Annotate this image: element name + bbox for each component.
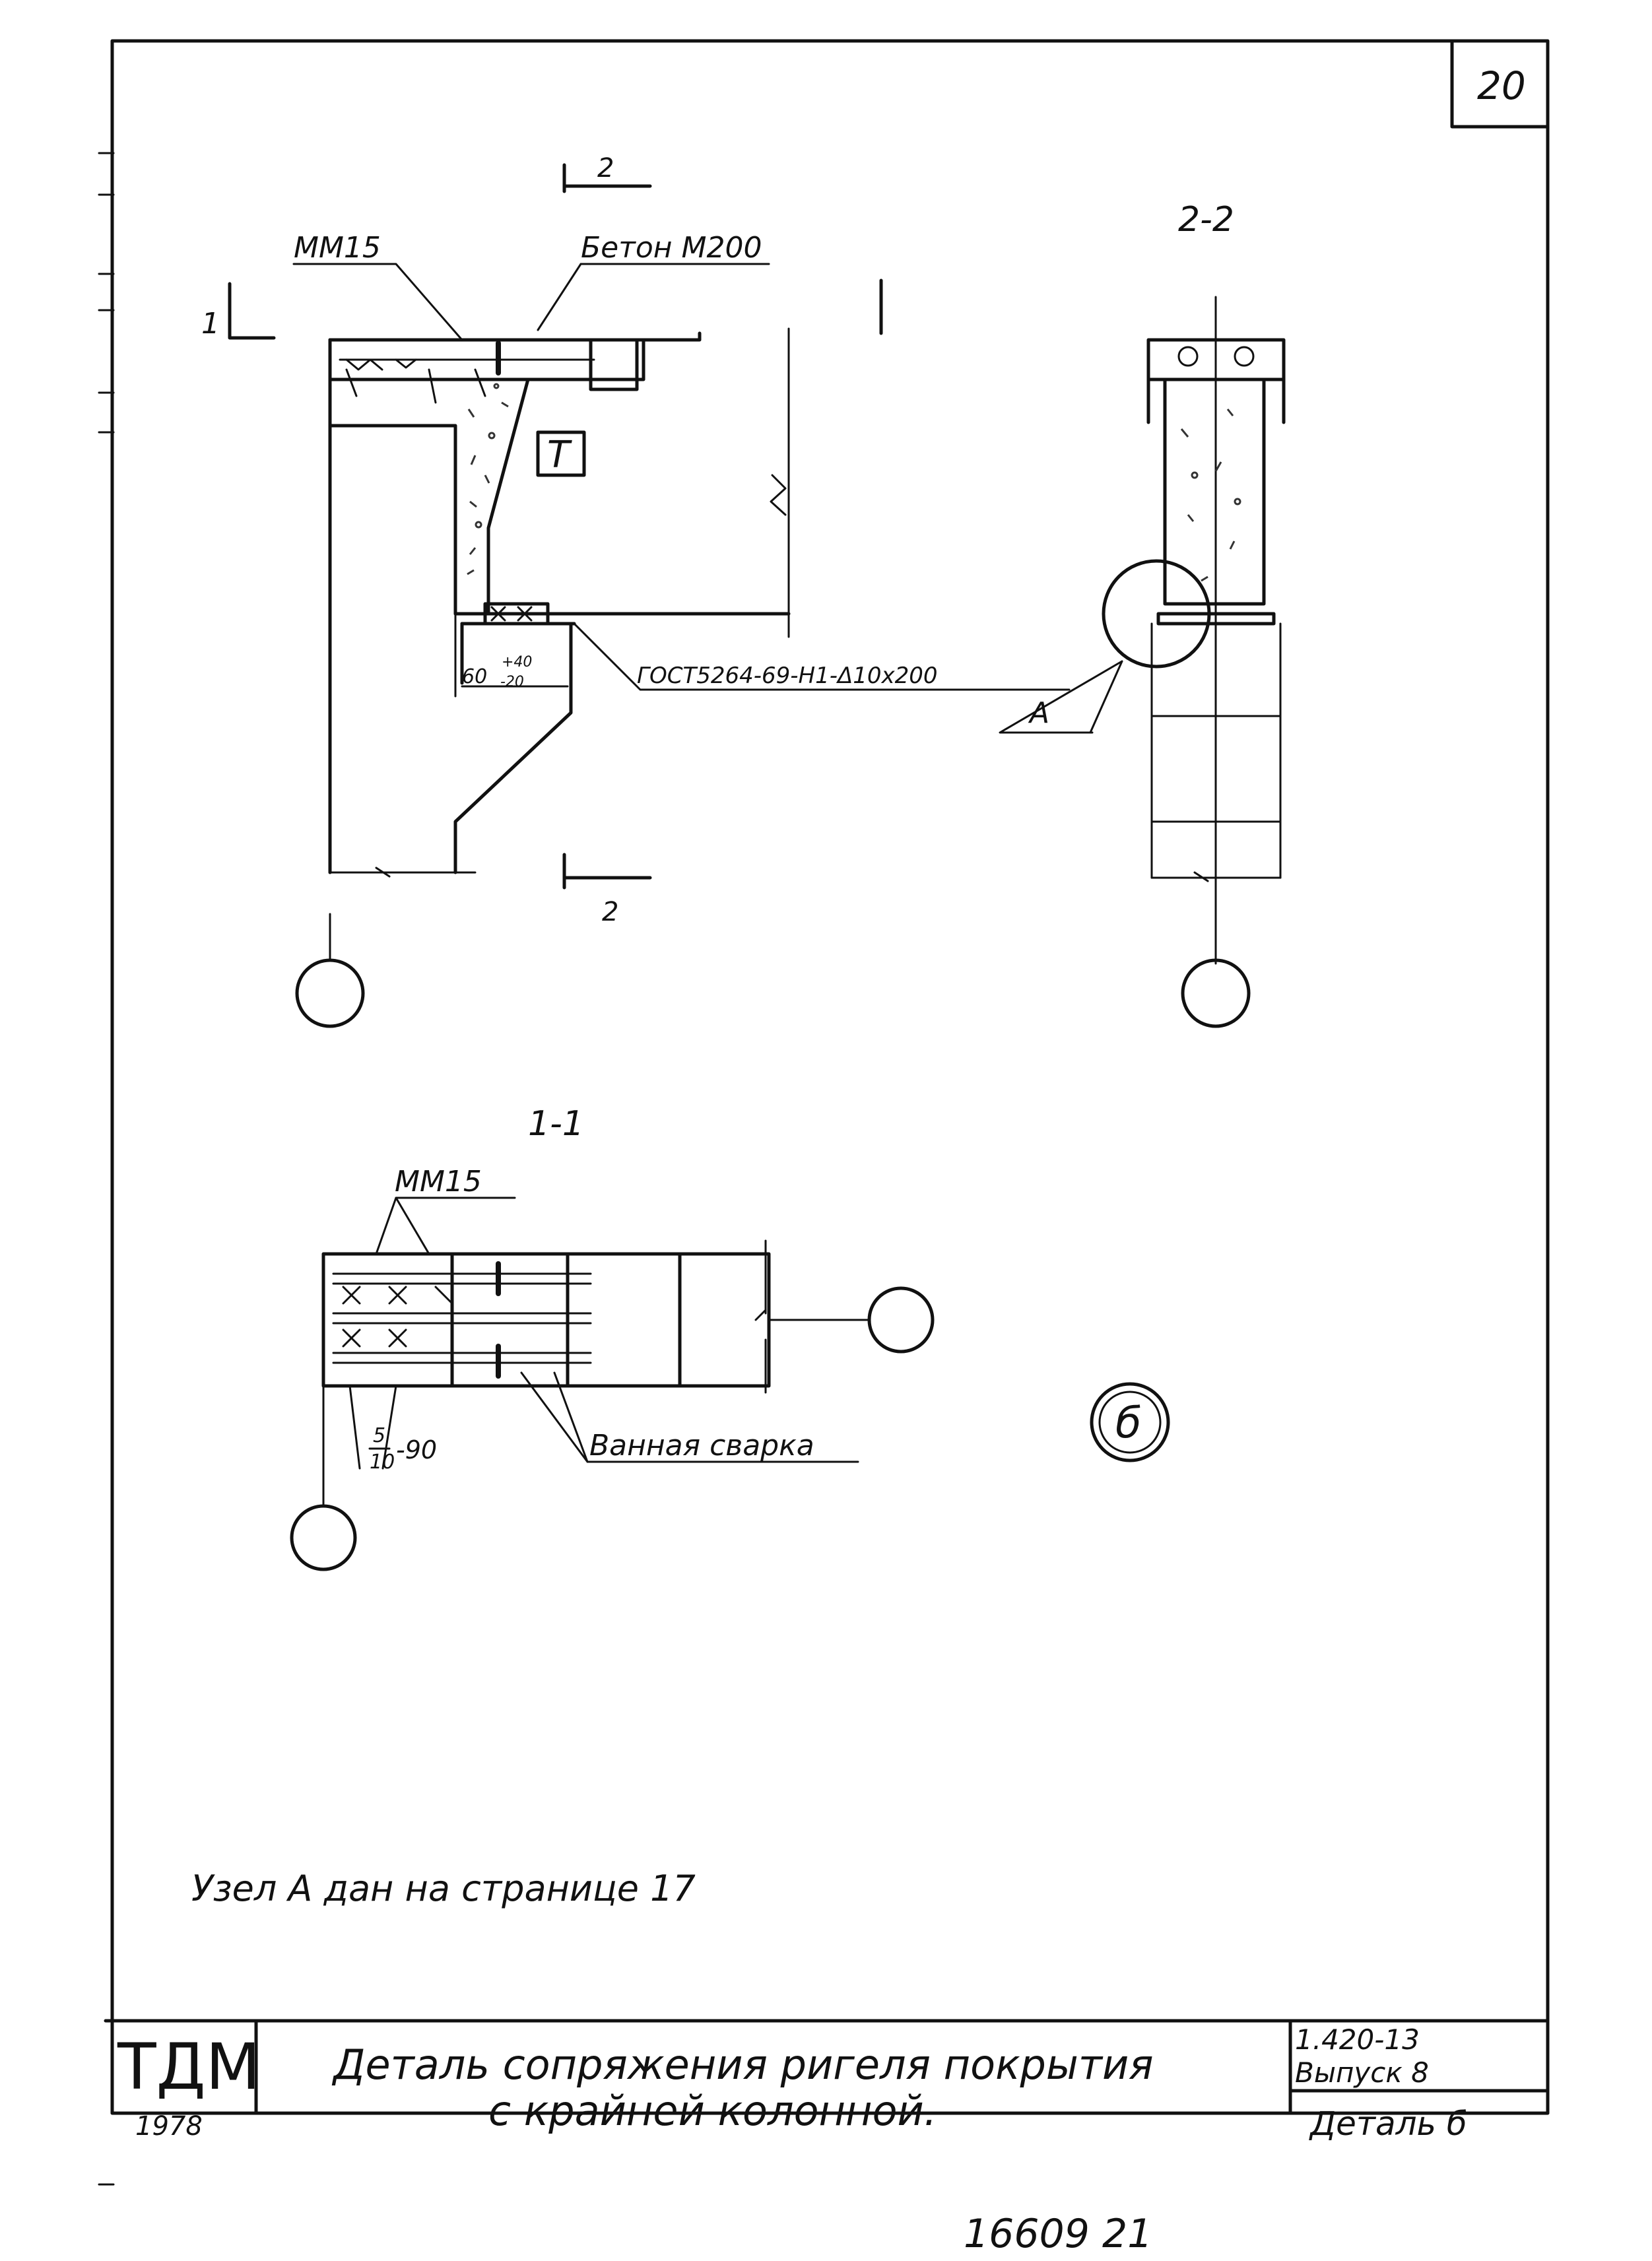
view-label-2-2: 2-2 [1178,200,1234,240]
elevation-view: Т 60 +40 -20 [295,327,791,1028]
axis-bubble-2-2 [1181,958,1251,1028]
node-a-note: Узел А дан на странице 17 [191,1868,696,1909]
sheet-frame [98,39,1550,2186]
page-number: 20 [1477,63,1526,108]
callout-mm15-section: ММ15 [395,1165,482,1198]
frac-den: 10 [370,1451,395,1474]
svg-text:2: 2 [602,897,618,927]
frac-val: -90 [396,1435,437,1464]
view-label-1-1: 1-1 [528,1104,584,1144]
drawing-title-line1: Деталь сопряжения ригеля покрытия [331,2041,1154,2089]
svg-text:ГОСТ5264-69-Н1-Δ10х200: ГОСТ5264-69-Н1-Δ10х200 [637,663,938,689]
node-a-label: А [1028,696,1049,730]
cut-marker-1: 1 [201,279,883,341]
section-2-2: 2-2 А [999,200,1286,1028]
cut-marker-2-top: 2 [562,153,652,193]
node-a-circle [1102,559,1211,669]
series-code: 1.420-13 [1295,2023,1420,2056]
section-1-1: 1-1 ММ15 Ванная сварка 5 10 -90 [290,1104,935,1571]
org-logo: ТДМ [117,2030,260,2104]
svg-text:б: б [1115,1399,1141,1448]
dim-tol-plus: +40 [502,654,532,671]
svg-text:Бетон М200: Бетон М200 [581,231,762,265]
axis-bubble-1-1-right [867,1286,935,1354]
dim-tol-minus: -20 [500,674,524,690]
archive-number: 16609 21 [964,2211,1152,2257]
svg-text:1: 1 [201,307,220,341]
cut-marker-2-bottom: 2 [562,853,652,927]
drawing-title-line2: с крайней колонной. [488,2087,937,2135]
title-block: ТДМ 1978 Деталь сопряжения ригеля покрыт… [117,2023,1467,2143]
t-mark: Т [547,434,572,476]
frac-num: 5 [373,1424,385,1447]
detail-marker: б [1090,1382,1170,1462]
axis-bubble-1-1-left [290,1504,357,1571]
dim-60: 60 [462,665,487,688]
detail-name: Деталь б [1309,2105,1467,2143]
org-year: 1978 [135,2111,203,2142]
callout-bath-welding: Ванная сварка [589,1429,814,1462]
axis-bubble-left [295,958,365,1028]
page-number-box: 20 [1450,39,1550,129]
svg-text:ММ15: ММ15 [294,231,381,265]
svg-text:2: 2 [597,153,614,183]
callout-mm15-top: ММ15 [292,231,463,341]
callout-gost: ГОСТ5264-69-Н1-Δ10х200 [573,622,1071,691]
issue-number: Выпуск 8 [1295,2056,1429,2089]
callout-concrete: Бетон М200 [537,231,770,331]
